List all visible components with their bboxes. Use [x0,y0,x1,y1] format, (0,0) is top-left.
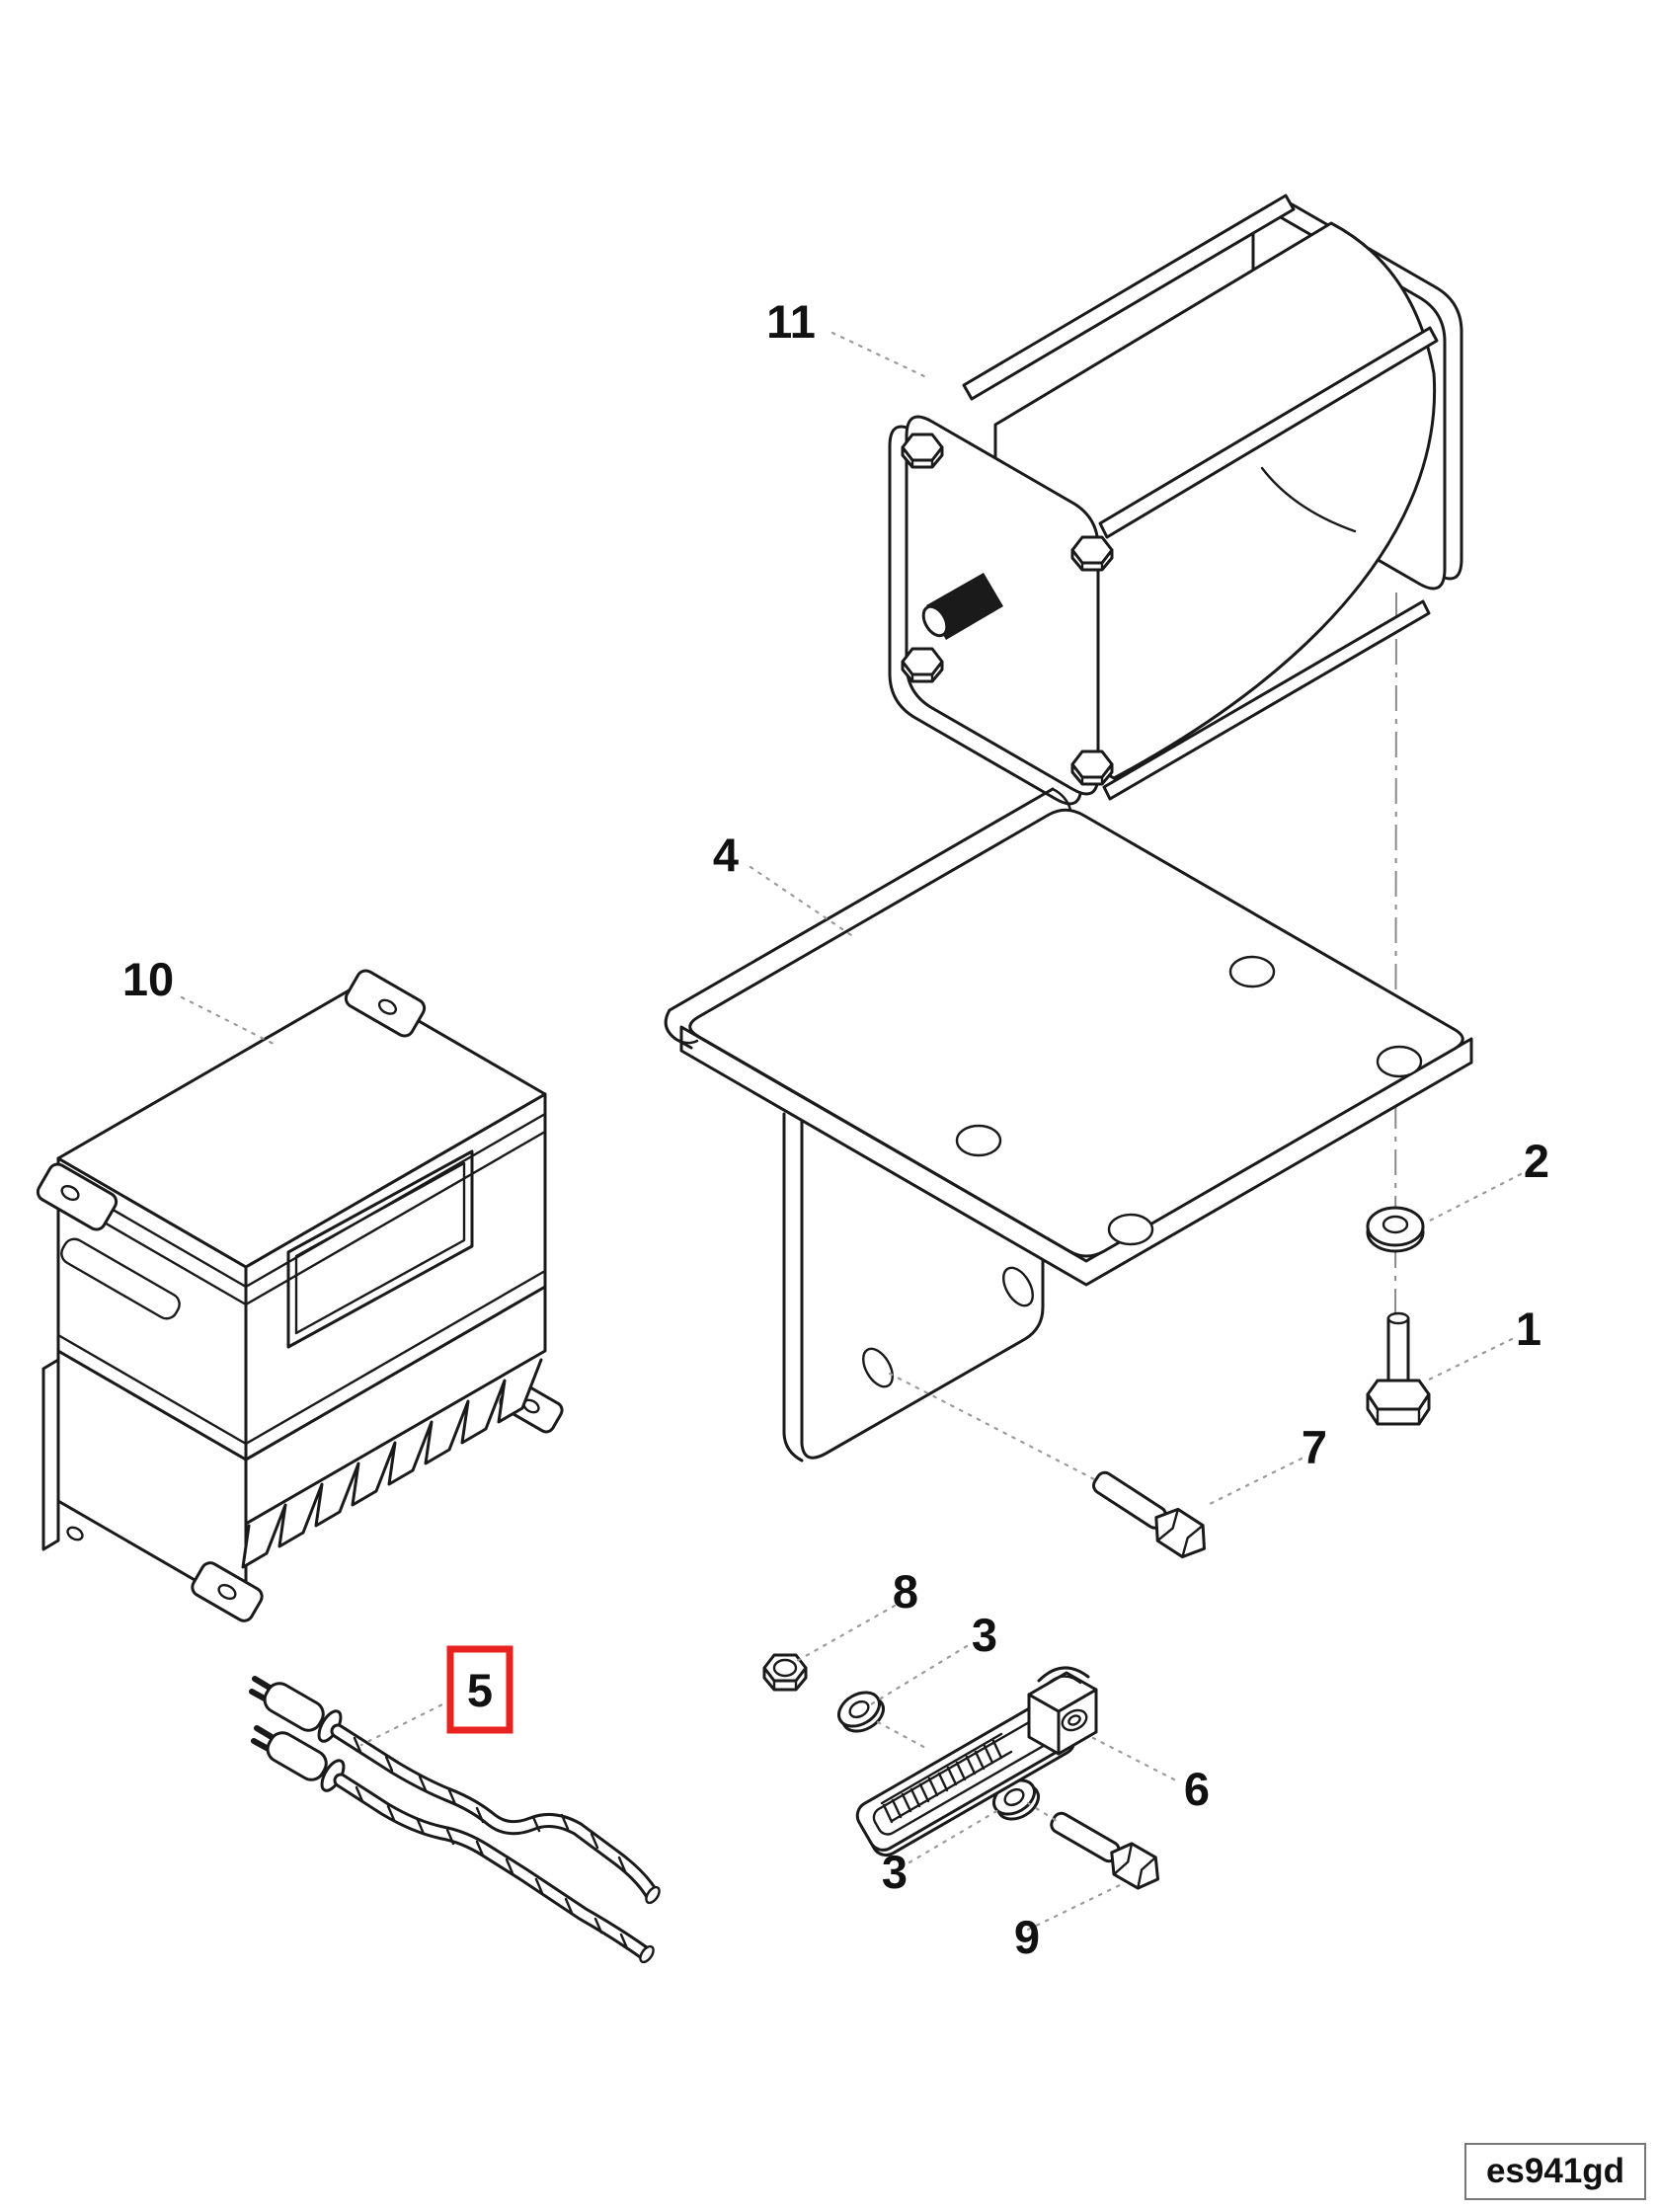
callout-5-wire-harness: 5 [467,1664,493,1716]
part-10-transformer [36,969,564,1622]
part-7-hex-bolt [1092,1470,1206,1559]
bracket-slot-hole-upper [1002,1266,1034,1307]
callout-10-transformer: 10 [122,953,174,1005]
bracket-slot-hole-lower [862,1347,894,1388]
callout-1-hex-bolt: 1 [1516,1303,1541,1355]
mounting-ear-left [36,1162,118,1231]
leader-line [830,331,926,378]
leader-lines [180,331,1523,1932]
leader-line [869,1644,969,1706]
leader-line [1208,1457,1304,1506]
leader-line [180,995,276,1046]
part-9-hex-bolt [1050,1811,1160,1890]
callout-7-hex-bolt: 7 [1302,1421,1327,1473]
part-11-motor [888,194,1463,806]
part-2-washer [1366,1206,1425,1253]
mounting-ear-right [344,969,427,1038]
highlight-box-5 [446,1645,514,1734]
plate-hole [955,1124,1002,1157]
plate-hole [1376,1045,1423,1078]
leader-line [876,1720,931,1752]
plate-hole [1228,955,1276,988]
callout-11-motor: 11 [766,295,816,348]
leader-line [1026,1883,1122,1932]
callout-labels: 11 4 10 5 2 1 7 8 3 6 3 9 [122,295,1549,1963]
plate-hole [1107,1213,1154,1246]
callout-3-washer: 3 [972,1609,997,1661]
drawing-code: es941gd [1464,2143,1646,2200]
callout-8-hex-nut: 8 [893,1565,918,1618]
leader-line [795,1604,897,1663]
part-5-wire-harness [249,1676,661,1964]
heat-sink-fins [241,1358,543,1569]
callout-3-washer: 3 [882,1846,908,1898]
part-3-washer-upper [837,1691,885,1733]
callout-4-mounting-bracket: 4 [713,829,739,881]
base-hole [66,1526,84,1541]
part-8-hex-nut [762,1653,808,1692]
callout-6-adjuster-clamp: 6 [1184,1763,1210,1815]
leader-line [1091,1736,1176,1781]
leader-line [1428,1172,1523,1223]
leader-line [888,1372,1098,1482]
part-6-adjuster-clamp [855,1666,1098,1857]
part-4-mounting-bracket [664,787,1473,1462]
leader-line [1423,1337,1514,1383]
leader-line [359,1698,452,1747]
leader-line [908,1808,1000,1864]
callout-9-hex-bolt: 9 [1014,1911,1040,1963]
leader-line [749,865,853,937]
callout-2-washer: 2 [1524,1135,1549,1187]
part-3-washer-lower [992,1778,1040,1821]
part-1-hex-bolt [1366,1311,1431,1426]
